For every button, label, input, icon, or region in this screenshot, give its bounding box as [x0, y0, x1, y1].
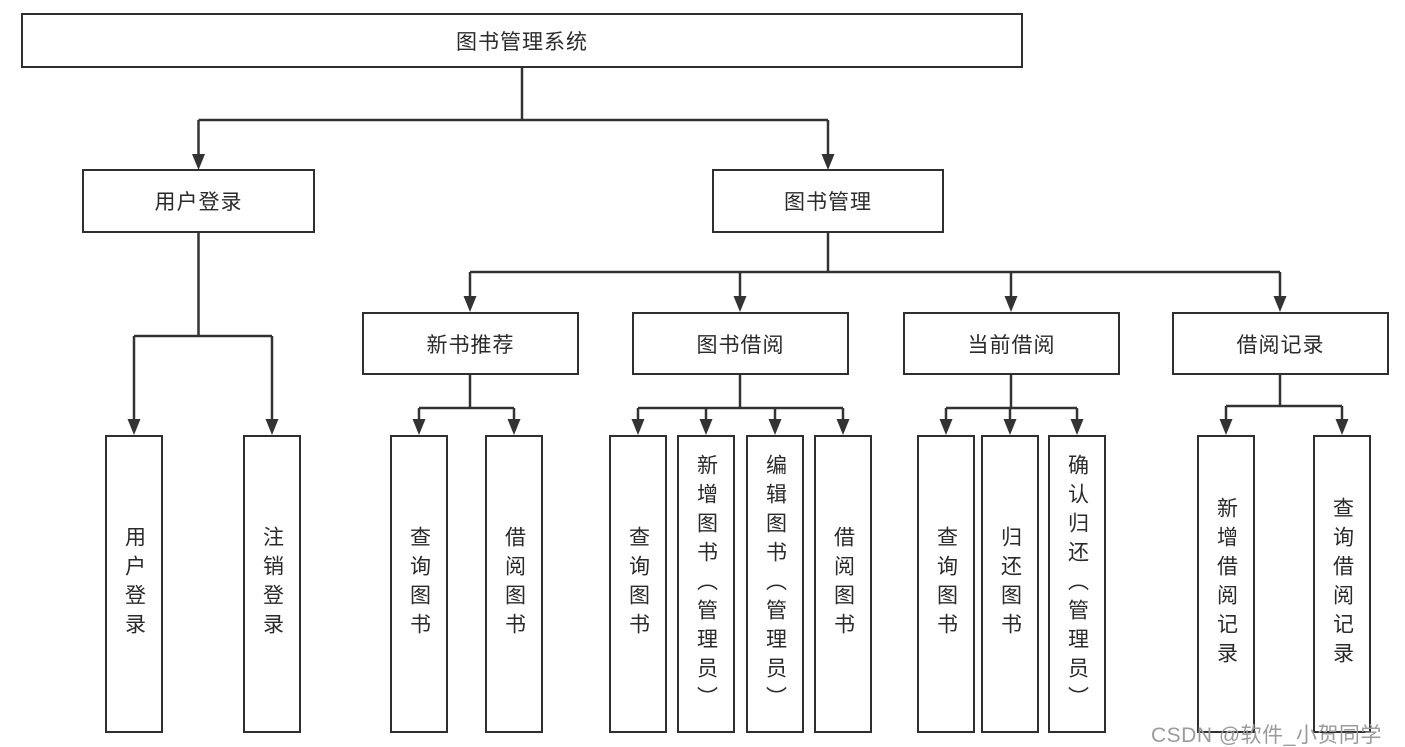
section-label: 新书推荐	[426, 333, 515, 357]
leaf-query-borrow-record: 查询借阅记录	[1313, 435, 1371, 733]
leaf-label: 查询借阅记录	[1330, 497, 1354, 671]
root-title: 图书管理系统	[456, 30, 588, 54]
section-label: 图书借阅	[696, 333, 785, 357]
leaf-add-borrow-record: 新增借阅记录	[1197, 435, 1255, 733]
leaf-confirm-return-admin: 确认归还（管理员）	[1048, 435, 1106, 733]
connector-section-current-borrow	[939, 374, 1084, 435]
section-label: 当前借阅	[967, 333, 1056, 357]
leaf-label: 借阅图书	[502, 526, 526, 642]
leaf-borrow-books: 借阅图书	[485, 435, 543, 733]
section-label: 借阅记录	[1236, 333, 1325, 357]
leaf-edit-book-admin: 编辑图书（管理员）	[746, 435, 804, 733]
connector-user-login-children	[127, 233, 279, 435]
leaf-label: 用户登录	[122, 526, 146, 642]
node-borrowing-records: 借阅记录	[1172, 312, 1389, 375]
leaf-label: 归还图书	[998, 526, 1022, 642]
connector-section-new-book	[412, 374, 521, 435]
leaf-label: 查询图书	[407, 526, 431, 642]
node-book-management: 图书管理	[712, 169, 944, 233]
node-book-borrowing: 图书借阅	[632, 312, 849, 375]
leaf-return-books: 归还图书	[981, 435, 1039, 733]
leaf-label: 新增图书（管理员）	[694, 453, 718, 715]
leaf-query-books: 查询图书	[390, 435, 448, 733]
node-user-login: 用户登录	[82, 169, 315, 233]
leaf-label: 查询图书	[626, 526, 650, 642]
leaf-logout: 注销登录	[243, 435, 301, 733]
node-current-borrowing: 当前借阅	[903, 312, 1120, 375]
node-new-book-recommendation: 新书推荐	[362, 312, 579, 375]
leaf-query-books: 查询图书	[917, 435, 975, 733]
leaf-label: 编辑图书（管理员）	[763, 453, 787, 715]
leaf-label: 确认归还（管理员）	[1065, 453, 1089, 715]
connector-root-to-branches	[192, 68, 835, 170]
connector-section-borrow-records	[1219, 374, 1349, 435]
leaf-label: 借阅图书	[831, 526, 855, 642]
csdn-watermark: CSDN @软件_小贺同学	[1151, 724, 1382, 747]
leaf-label: 新增借阅记录	[1214, 497, 1238, 671]
leaf-label: 查询图书	[934, 526, 958, 642]
connector-book-mgmt-sections	[463, 232, 1287, 312]
leaf-query-books: 查询图书	[609, 435, 667, 733]
leaf-add-book-admin: 新增图书（管理员）	[677, 435, 735, 733]
node-book-management-label: 图书管理	[784, 191, 872, 214]
node-user-login-label: 用户登录	[154, 191, 243, 214]
leaf-borrow-books: 借阅图书	[814, 435, 872, 733]
leaf-label: 注销登录	[260, 526, 284, 642]
node-library-management-system: 图书管理系统	[21, 13, 1023, 68]
connector-section-book-borrow	[631, 374, 850, 435]
leaf-user-login: 用户登录	[105, 435, 163, 733]
